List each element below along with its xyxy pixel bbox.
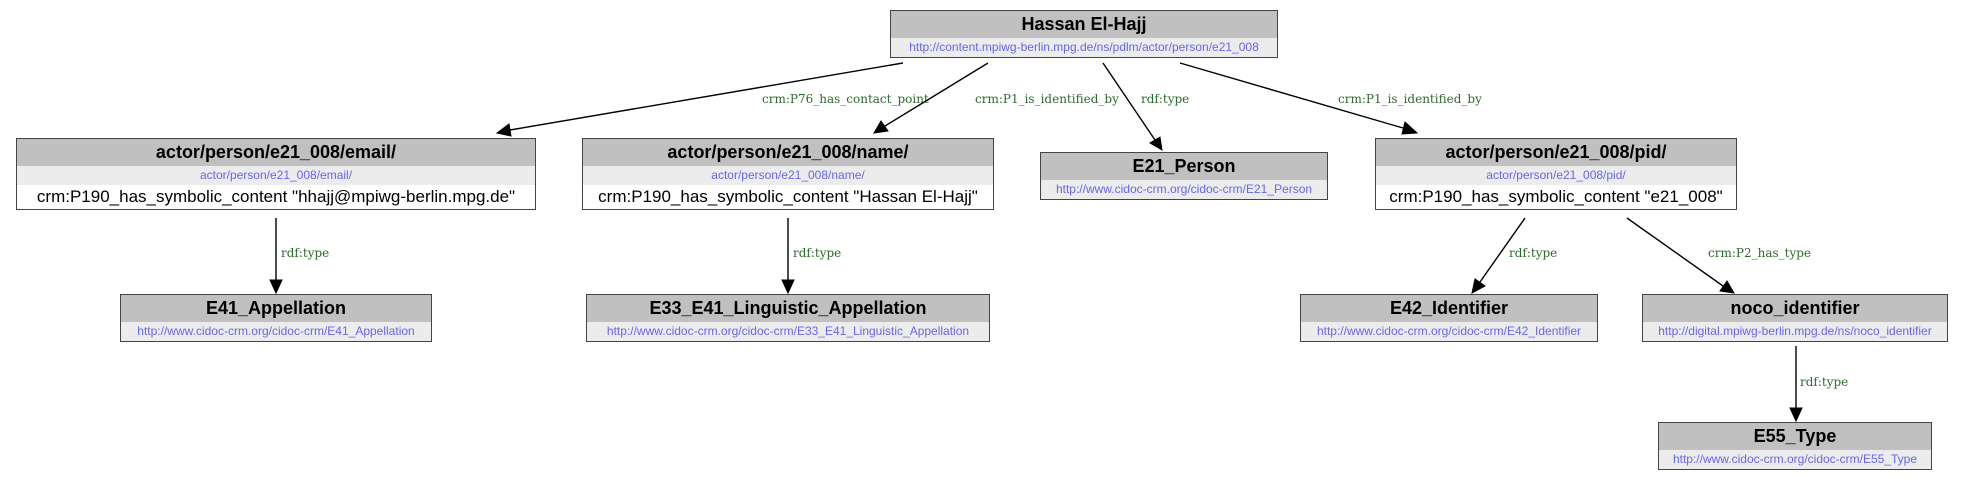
node-title: actor/person/e21_008/name/ [583,139,993,166]
node-uri-link[interactable]: http://www.cidoc-crm.org/cidoc-crm/E42_I… [1301,322,1597,341]
node-title: actor/person/e21_008/pid/ [1376,139,1736,166]
node-uri-link[interactable]: http://www.cidoc-crm.org/cidoc-crm/E41_A… [121,322,431,341]
node-hassan-el-hajj[interactable]: Hassan El-Hajj http://content.mpiwg-berl… [890,10,1278,58]
node-email[interactable]: actor/person/e21_008/email/ actor/person… [16,138,536,210]
node-property: crm:P190_has_symbolic_content "Hassan El… [583,185,993,209]
node-e33-linguistic-appellation[interactable]: E33_E41_Linguistic_Appellation http://ww… [586,294,990,342]
node-uri-link[interactable]: http://www.cidoc-crm.org/cidoc-crm/E33_E… [587,322,989,341]
edge-pid-noco: crm:P2_has_type [1626,217,1811,294]
edge-root-email: crm:P76_has_contact_point [495,62,929,137]
edge-label-rdf-type-name: rdf:type [793,246,841,260]
edge-label-is-identified-by-name: crm:P1_is_identified_by [975,92,1119,106]
node-uri-link[interactable]: actor/person/e21_008/pid/ [1376,166,1736,185]
node-title: E33_E41_Linguistic_Appellation [587,295,989,322]
edge-label-rdf-type-pid: rdf:type [1509,246,1557,260]
edge-label-rdf-type-email: rdf:type [281,246,329,260]
node-uri-link[interactable]: actor/person/e21_008/name/ [583,166,993,185]
edge-label-has-contact-point: crm:P76_has_contact_point [762,92,929,106]
edge-root-e21: rdf:type [1102,62,1189,151]
edge-root-pid: crm:P1_is_identified_by [1179,62,1482,135]
node-title: E41_Appellation [121,295,431,322]
node-uri-link[interactable]: actor/person/e21_008/email/ [17,166,535,185]
node-property: crm:P190_has_symbolic_content "hhajj@mpi… [17,185,535,209]
node-e42-identifier[interactable]: E42_Identifier http://www.cidoc-crm.org/… [1300,294,1598,342]
edge-root-name: crm:P1_is_identified_by [873,62,1119,134]
node-e55-type[interactable]: E55_Type http://www.cidoc-crm.org/cidoc-… [1658,422,1932,470]
edge-name-e33: rdf:type [781,218,841,295]
node-title: noco_identifier [1643,295,1947,322]
edge-pid-e42: rdf:type [1471,217,1557,294]
node-title: Hassan El-Hajj [891,11,1277,38]
node-noco-identifier[interactable]: noco_identifier http://digital.mpiwg-ber… [1642,294,1948,342]
edge-label-is-identified-by-pid: crm:P1_is_identified_by [1338,92,1482,106]
node-uri-link[interactable]: http://www.cidoc-crm.org/cidoc-crm/E55_T… [1659,450,1931,469]
node-uri-link[interactable]: http://content.mpiwg-berlin.mpg.de/ns/pd… [891,38,1277,57]
node-title: E55_Type [1659,423,1931,450]
edge-email-e41: rdf:type [269,218,329,295]
node-e41-appellation[interactable]: E41_Appellation http://www.cidoc-crm.org… [120,294,432,342]
edge-label-rdf-type-root: rdf:type [1141,92,1189,106]
node-title: E42_Identifier [1301,295,1597,322]
edge-label-rdf-type-noco: rdf:type [1800,375,1848,389]
node-property: crm:P190_has_symbolic_content "e21_008" [1376,185,1736,209]
node-name[interactable]: actor/person/e21_008/name/ actor/person/… [582,138,994,210]
node-title: actor/person/e21_008/email/ [17,139,535,166]
node-uri-link[interactable]: http://digital.mpiwg-berlin.mpg.de/ns/no… [1643,322,1947,341]
node-uri-link[interactable]: http://www.cidoc-crm.org/cidoc-crm/E21_P… [1041,180,1327,199]
node-e21-person[interactable]: E21_Person http://www.cidoc-crm.org/cido… [1040,152,1328,200]
node-title: E21_Person [1041,153,1327,180]
node-pid[interactable]: actor/person/e21_008/pid/ actor/person/e… [1375,138,1737,210]
edge-label-has-type: crm:P2_has_type [1708,246,1811,260]
edge-noco-e55: rdf:type [1789,346,1848,423]
